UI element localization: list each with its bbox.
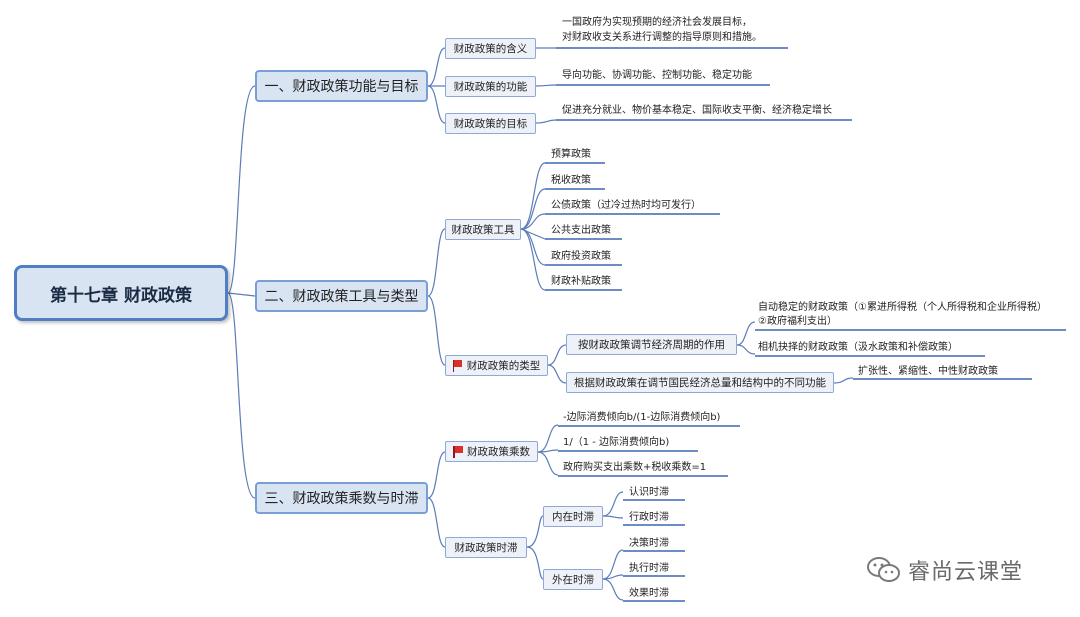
node-by-cycle-role[interactable]: 按财政政策调节经济周期的作用: [566, 334, 737, 355]
node-fiscal-multiplier-label: 财政政策乘数: [467, 446, 530, 458]
section-3-node[interactable]: 三、财政政策乘数与时滞: [255, 482, 428, 514]
node-fiscal-types[interactable]: 财政政策的类型: [445, 355, 548, 376]
leaf-administrative-lag: 行政时滞: [629, 512, 669, 523]
node-fiscal-multiplier[interactable]: 财政政策乘数: [445, 441, 538, 462]
leaf-auto-stabilizer: 自动稳定的财政政策（①累进所得税（个人所得税和企业所得税）: [758, 302, 1047, 313]
leaf-discretionary: 相机抉择的财政政策（汲水政策和补偿政策）: [758, 342, 958, 353]
leaf-gov-investment: 政府投资政策: [551, 251, 611, 262]
section-1-node[interactable]: 一、财政政策功能与目标: [255, 70, 428, 102]
leaf-budget-policy: 预算政策: [551, 149, 591, 160]
leaf-public-expenditure: 公共支出政策: [551, 225, 611, 236]
leaf-meaning-line2: 对财政收支关系进行调整的指导原则和措施。: [562, 32, 762, 43]
leaf-goals: 促进充分就业、物价基本稳定、国际收支平衡、经济稳定增长: [562, 105, 832, 116]
node-fiscal-tools[interactable]: 财政政策工具: [445, 219, 521, 240]
section-2-node[interactable]: 二、财政政策工具与类型: [255, 280, 428, 312]
leaf-balanced-budget: 政府购买支出乘数+税收乘数=1: [563, 462, 707, 473]
flag-icon: [452, 359, 463, 372]
leaf-purchase-multiplier: 1/（1 - 边际消费倾向b): [563, 437, 670, 448]
node-fiscal-lag[interactable]: 财政政策时滞: [445, 537, 527, 558]
leaf-fiscal-subsidy: 财政补贴政策: [551, 276, 611, 287]
leaf-decision-lag: 决策时滞: [629, 538, 669, 549]
leaf-recognition-lag: 认识时滞: [629, 487, 669, 498]
node-fiscal-types-label: 财政政策的类型: [466, 360, 541, 372]
leaf-expansion-types: 扩张性、紧缩性、中性财政政策: [858, 366, 998, 377]
wechat-icon: [867, 557, 900, 582]
watermark: 睿尚云课堂: [866, 554, 1023, 586]
leaf-tax-multiplier: -边际消费倾向b/(1-边际消费倾向b): [563, 412, 721, 423]
leaf-execution-lag: 执行时滞: [629, 563, 669, 574]
node-fiscal-function[interactable]: 财政政策的功能: [445, 76, 536, 97]
root-node[interactable]: 第十七章 财政政策: [14, 265, 228, 321]
node-outside-lag[interactable]: 外在时滞: [543, 569, 603, 590]
leaf-meaning-line1: 一国政府为实现预期的经济社会发展目标，: [562, 17, 752, 28]
node-by-total-structure[interactable]: 根据财政政策在调节国民经济总量和结构中的不同功能: [566, 372, 834, 393]
node-fiscal-goal[interactable]: 财政政策的目标: [445, 113, 536, 134]
leaf-tax-policy: 税收政策: [551, 175, 591, 186]
leaf-welfare-spending: ②政府福利支出）: [758, 316, 837, 327]
leaf-debt-policy: 公债政策（过冷过热时均可发行）: [551, 200, 701, 211]
leaf-functions: 导向功能、协调功能、控制功能、稳定功能: [562, 70, 752, 81]
node-inside-lag[interactable]: 内在时滞: [543, 506, 603, 527]
leaf-effect-lag: 效果时滞: [629, 588, 669, 599]
node-fiscal-meaning[interactable]: 财政政策的含义: [445, 38, 536, 59]
watermark-text: 睿尚云课堂: [908, 560, 1024, 585]
flag-icon: [453, 445, 463, 458]
